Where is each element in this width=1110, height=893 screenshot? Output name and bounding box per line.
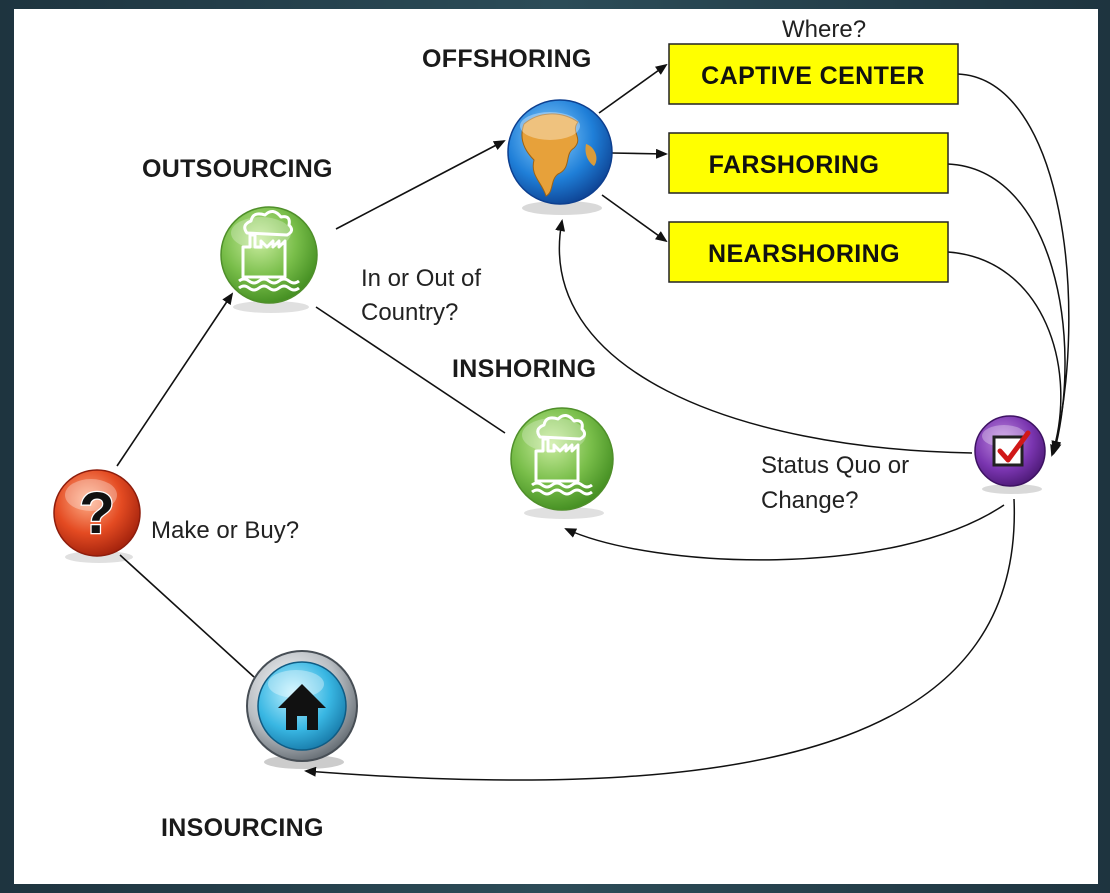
- edge-question-to-outsourcing: [116, 292, 234, 467]
- edge-captive-to-status: [957, 73, 1070, 453]
- offshoring-node: [507, 99, 613, 215]
- status-quo-question-line1: Status Quo or: [761, 452, 909, 479]
- inshoring-node: [510, 407, 614, 519]
- where-question: Where?: [782, 16, 866, 43]
- home-icon: [278, 684, 326, 730]
- offshoring-title: OFFSHORING: [422, 45, 592, 73]
- diagram-canvas: CAPTIVE CENTER FARSHORING NEARSHORING ?: [14, 9, 1098, 884]
- farshoring-box: FARSHORING: [668, 132, 949, 194]
- captive-center-box: CAPTIVE CENTER: [668, 43, 959, 105]
- edge-status-to-insourcing: [304, 498, 1015, 781]
- insourcing-node: [246, 650, 358, 769]
- outsourcing-title: OUTSOURCING: [142, 155, 333, 183]
- captive-center-label: CAPTIVE CENTER: [701, 62, 925, 90]
- edge-status-to-offshoring: [555, 219, 973, 454]
- connector-lines: [116, 63, 668, 678]
- sourcing-flow-diagram: CAPTIVE CENTER FARSHORING NEARSHORING ?: [53, 16, 1070, 842]
- question-node: ?: [53, 469, 141, 563]
- edge-outsourcing-to-inshoring: [315, 306, 506, 434]
- farshoring-label: FARSHORING: [709, 151, 880, 179]
- status-node: [974, 415, 1046, 494]
- inshoring-title: INSHORING: [452, 355, 596, 383]
- edge-offshoring-to-captive: [598, 63, 668, 114]
- edge-question-to-insourcing: [119, 554, 255, 678]
- checkbox-checked-icon: [992, 430, 1031, 467]
- edge-farshoring-to-status: [947, 163, 1066, 455]
- question-mark-icon: ?: [79, 481, 114, 546]
- outsourcing-node: [220, 206, 318, 313]
- in-or-out-question-line1: In or Out of: [361, 265, 481, 292]
- in-or-out-question-line2: Country?: [361, 299, 458, 326]
- nearshoring-box: NEARSHORING: [668, 221, 949, 283]
- edge-nearshoring-to-status: [947, 251, 1062, 457]
- edge-outsourcing-to-offshoring: [335, 140, 506, 230]
- edge-offshoring-to-farshoring: [611, 148, 668, 159]
- status-quo-question-line2: Change?: [761, 487, 858, 514]
- edge-offshoring-to-nearshoring: [601, 194, 668, 243]
- insourcing-title: INSOURCING: [161, 814, 324, 842]
- nearshoring-label: NEARSHORING: [708, 240, 900, 268]
- edge-status-to-inshoring: [564, 504, 1005, 561]
- feedback-curves: [304, 73, 1070, 781]
- make-or-buy-question: Make or Buy?: [151, 517, 299, 544]
